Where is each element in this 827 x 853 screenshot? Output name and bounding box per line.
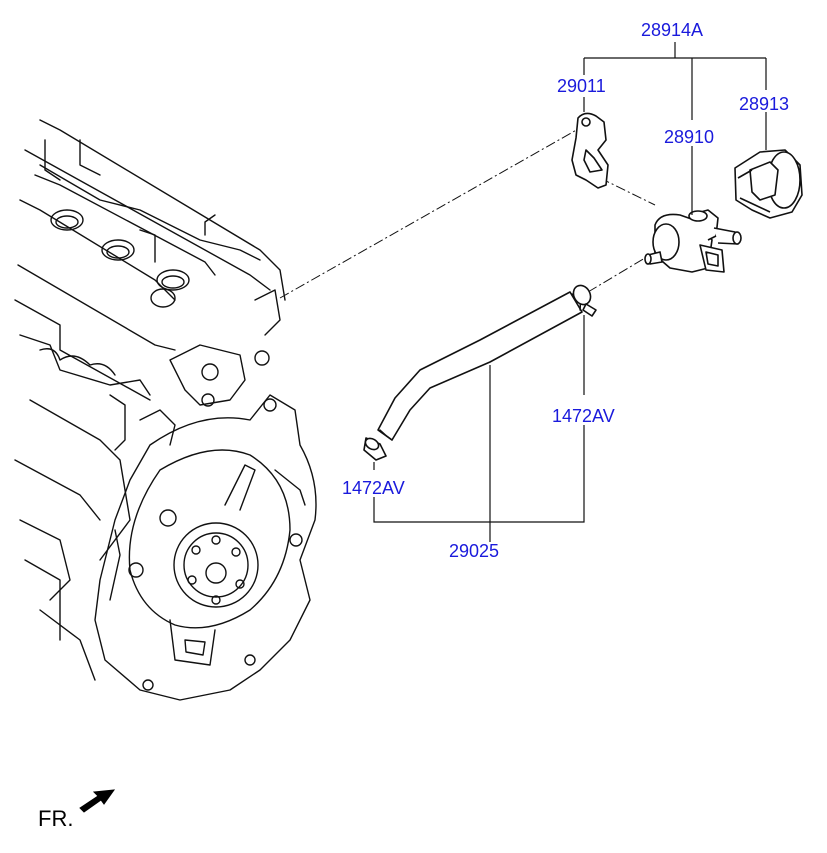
bracket-part[interactable]: [571, 112, 609, 189]
callout-28910[interactable]: 28910: [664, 127, 715, 147]
front-arrow-icon: [79, 789, 116, 813]
callout-1472AV-left[interactable]: 1472AV: [342, 478, 405, 498]
purge-control-valve[interactable]: [644, 209, 742, 273]
callout-29011[interactable]: 29011: [557, 76, 606, 96]
engine-block: [14, 119, 317, 701]
filter-cap-part[interactable]: [734, 149, 803, 219]
guide-line-hose: [587, 257, 646, 293]
callout-29025[interactable]: 29025: [449, 541, 500, 561]
callout-1472AV-right[interactable]: 1472AV: [552, 406, 615, 426]
leader-lines: [373, 42, 767, 542]
guide-line-bracket: [279, 127, 581, 299]
hose-clamp-left[interactable]: [363, 436, 387, 461]
hose-clamp-right[interactable]: [570, 282, 597, 317]
callout-28913[interactable]: 28913: [739, 94, 790, 114]
front-indicator-label: FR.: [38, 806, 74, 831]
callout-28914A[interactable]: 28914A: [641, 20, 704, 40]
guide-line-valve: [599, 177, 656, 206]
